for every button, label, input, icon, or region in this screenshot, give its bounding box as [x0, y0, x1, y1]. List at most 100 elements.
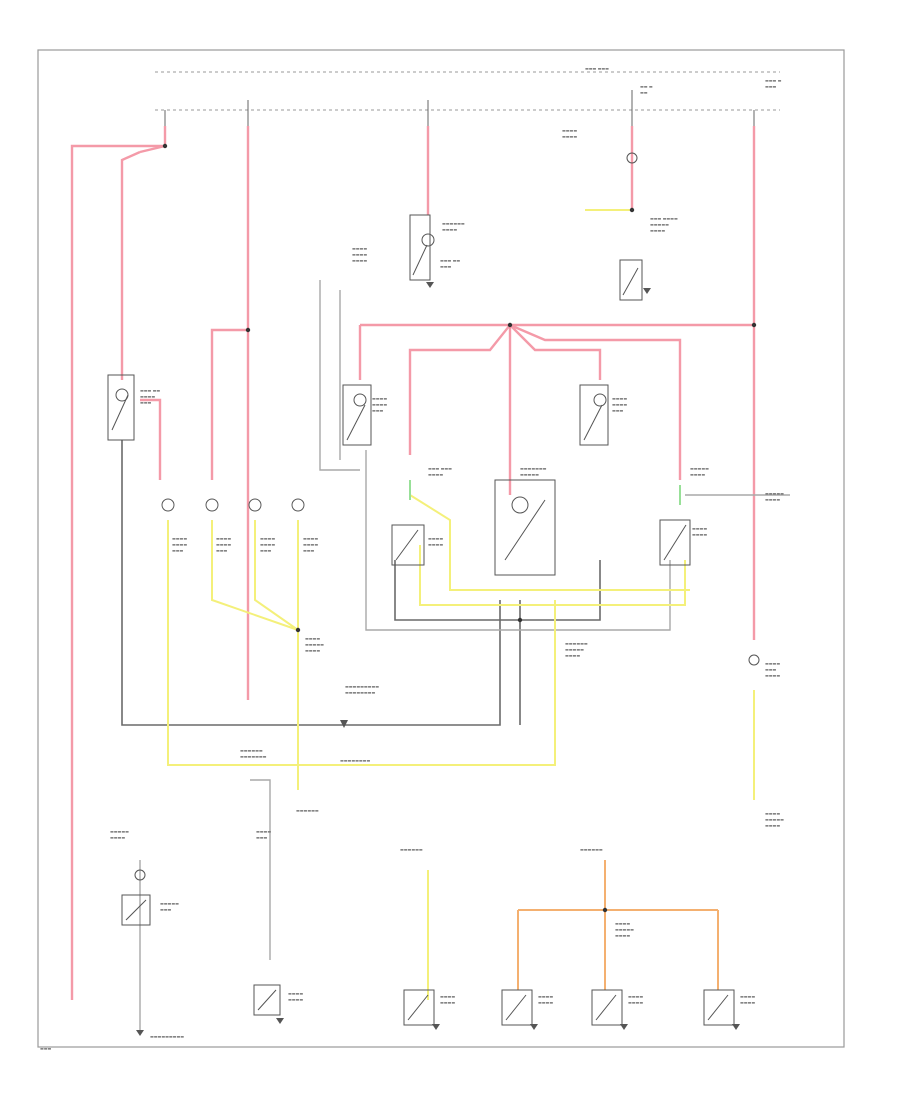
- svg-text:▬▬▬▬: ▬▬▬▬: [765, 823, 780, 828]
- svg-text:▬▬▬▬: ▬▬▬▬: [428, 536, 443, 541]
- svg-text:▬▬▬▬: ▬▬▬▬: [692, 532, 707, 537]
- switch-icon: [391, 524, 425, 566]
- svg-text:▬▬▬▬: ▬▬▬▬: [562, 128, 577, 133]
- svg-text:▬▬▬▬: ▬▬▬▬: [565, 653, 580, 658]
- switch-icon: [342, 384, 372, 446]
- svg-text:▬▬▬▬▬: ▬▬▬▬▬: [565, 647, 584, 652]
- svg-text:▬▬▬▬▬: ▬▬▬▬▬: [765, 491, 784, 496]
- black-wires: [121, 280, 790, 1030]
- connector-icon: [245, 327, 251, 333]
- bulb-icon: [134, 869, 146, 881]
- ground-icon: [620, 1024, 628, 1030]
- bulb-icon: [248, 498, 262, 512]
- svg-text:▬▬▬ ▬▬▬: ▬▬▬ ▬▬▬: [428, 466, 452, 471]
- svg-text:▬▬▬▬: ▬▬▬▬: [372, 402, 387, 407]
- splice-points: [162, 143, 757, 913]
- switch-icon: [409, 214, 431, 281]
- svg-text:▬▬▬: ▬▬▬: [765, 667, 777, 672]
- ground-icon: [136, 1030, 144, 1036]
- svg-text:▬▬▬▬: ▬▬▬▬: [352, 252, 367, 257]
- svg-text:▬▬▬: ▬▬▬: [260, 548, 272, 553]
- svg-text:▬▬▬▬▬▬: ▬▬▬▬▬▬: [442, 221, 465, 226]
- svg-text:▬▬▬▬: ▬▬▬▬: [615, 921, 630, 926]
- connector-icon: [162, 143, 168, 149]
- svg-text:▬▬▬▬▬▬▬▬▬: ▬▬▬▬▬▬▬▬▬: [150, 1034, 184, 1039]
- svg-text:▬▬▬: ▬▬▬: [40, 1046, 52, 1051]
- ground-icon: [432, 1024, 440, 1030]
- svg-text:▬▬▬▬: ▬▬▬▬: [628, 1000, 643, 1005]
- svg-text:▬▬▬: ▬▬▬: [765, 84, 777, 89]
- power-distribution-box: ▬▬▬ ▬▬▬ ▬▬▬ ▬ ▬▬▬ ▬▬▬▬ ▬▬▬▬ ▬▬ ▬ ▬▬: [155, 66, 782, 139]
- svg-text:▬▬▬▬: ▬▬▬▬: [612, 402, 627, 407]
- svg-text:▬▬▬: ▬▬▬: [160, 907, 172, 912]
- grounds: [136, 282, 740, 1036]
- svg-text:▬▬▬▬: ▬▬▬▬: [172, 536, 187, 541]
- switch-icon: [494, 479, 556, 576]
- svg-text:▬▬▬: ▬▬▬: [216, 548, 228, 553]
- ground-icon: [732, 1024, 740, 1030]
- svg-text:▬▬▬: ▬▬▬: [612, 408, 624, 413]
- bulb-icon: [161, 498, 175, 512]
- connector-icon: [629, 207, 635, 213]
- svg-text:▬▬▬▬: ▬▬▬▬: [740, 994, 755, 999]
- svg-text:▬▬▬▬: ▬▬▬▬: [765, 661, 780, 666]
- svg-text:▬▬▬▬: ▬▬▬▬: [172, 542, 187, 547]
- yellow-wires: [167, 209, 755, 1000]
- svg-text:▬▬ ▬: ▬▬ ▬: [640, 84, 653, 89]
- svg-text:▬▬▬▬▬▬▬▬: ▬▬▬▬▬▬▬▬: [340, 758, 370, 763]
- connector-icon: [507, 322, 513, 328]
- svg-text:▬▬▬▬▬: ▬▬▬▬▬: [110, 829, 129, 834]
- diagram-border: [37, 49, 845, 1048]
- svg-text:▬▬▬▬: ▬▬▬▬: [765, 811, 780, 816]
- switch-icon: [659, 519, 691, 566]
- svg-text:▬▬▬▬▬▬: ▬▬▬▬▬▬: [565, 641, 588, 646]
- svg-text:▬▬▬▬: ▬▬▬▬: [428, 542, 443, 547]
- svg-text:▬▬▬▬: ▬▬▬▬: [442, 227, 457, 232]
- svg-text:▬▬▬: ▬▬▬: [140, 400, 152, 405]
- svg-text:▬▬▬: ▬▬▬: [440, 264, 452, 269]
- svg-text:▬▬▬▬: ▬▬▬▬: [110, 835, 125, 840]
- lamp-bulbs: [115, 152, 760, 881]
- svg-text:▬▬▬▬: ▬▬▬▬: [305, 648, 320, 653]
- green-wires: [409, 480, 681, 505]
- switch-icon: [501, 989, 533, 1026]
- svg-text:▬▬▬▬▬▬▬: ▬▬▬▬▬▬▬: [520, 466, 547, 471]
- svg-text:▬▬▬▬: ▬▬▬▬: [305, 636, 320, 641]
- svg-text:▬▬▬▬: ▬▬▬▬: [692, 526, 707, 531]
- svg-text:▬▬▬▬: ▬▬▬▬: [615, 933, 630, 938]
- svg-text:▬▬▬▬: ▬▬▬▬: [140, 394, 155, 399]
- svg-text:▬▬▬▬: ▬▬▬▬: [428, 472, 443, 477]
- svg-text:▬▬▬▬▬: ▬▬▬▬▬: [650, 222, 669, 227]
- svg-text:▬▬▬▬▬: ▬▬▬▬▬: [615, 927, 634, 932]
- ground-icon: [530, 1024, 538, 1030]
- orange-wires: [517, 860, 719, 990]
- ground-icon: [276, 1018, 284, 1024]
- switch-icon: [579, 384, 609, 446]
- svg-text:▬▬▬▬: ▬▬▬▬: [740, 1000, 755, 1005]
- svg-text:▬▬▬▬▬: ▬▬▬▬▬: [160, 901, 179, 906]
- svg-text:▬▬▬▬▬: ▬▬▬▬▬: [765, 817, 784, 822]
- bulb-icon: [511, 496, 529, 514]
- switch-icon: [591, 989, 623, 1026]
- switch-icon: [619, 259, 643, 301]
- connector-icon: [517, 617, 523, 623]
- ground-icon: [426, 282, 434, 288]
- ground-icon: [643, 288, 651, 294]
- svg-text:▬▬▬▬: ▬▬▬▬: [260, 542, 275, 547]
- svg-text:▬▬▬▬▬▬▬▬: ▬▬▬▬▬▬▬▬: [345, 690, 375, 695]
- connector-icon: [751, 322, 757, 328]
- svg-text:▬▬▬▬: ▬▬▬▬: [562, 134, 577, 139]
- svg-text:▬▬▬ ▬▬▬▬: ▬▬▬ ▬▬▬▬: [650, 216, 678, 221]
- switch-icon: [703, 989, 735, 1026]
- svg-text:▬▬: ▬▬: [640, 90, 648, 95]
- svg-text:▬▬▬▬: ▬▬▬▬: [303, 542, 318, 547]
- switch-icon: [107, 374, 135, 441]
- switch-icon: [253, 984, 281, 1016]
- svg-text:▬▬▬ ▬: ▬▬▬ ▬: [765, 78, 782, 83]
- svg-text:▬▬▬▬: ▬▬▬▬: [288, 991, 303, 996]
- svg-text:▬▬▬: ▬▬▬: [372, 408, 384, 413]
- bulb-icon: [593, 393, 607, 407]
- svg-text:▬▬▬▬: ▬▬▬▬: [628, 994, 643, 999]
- svg-text:▬▬▬▬▬▬: ▬▬▬▬▬▬: [296, 808, 319, 813]
